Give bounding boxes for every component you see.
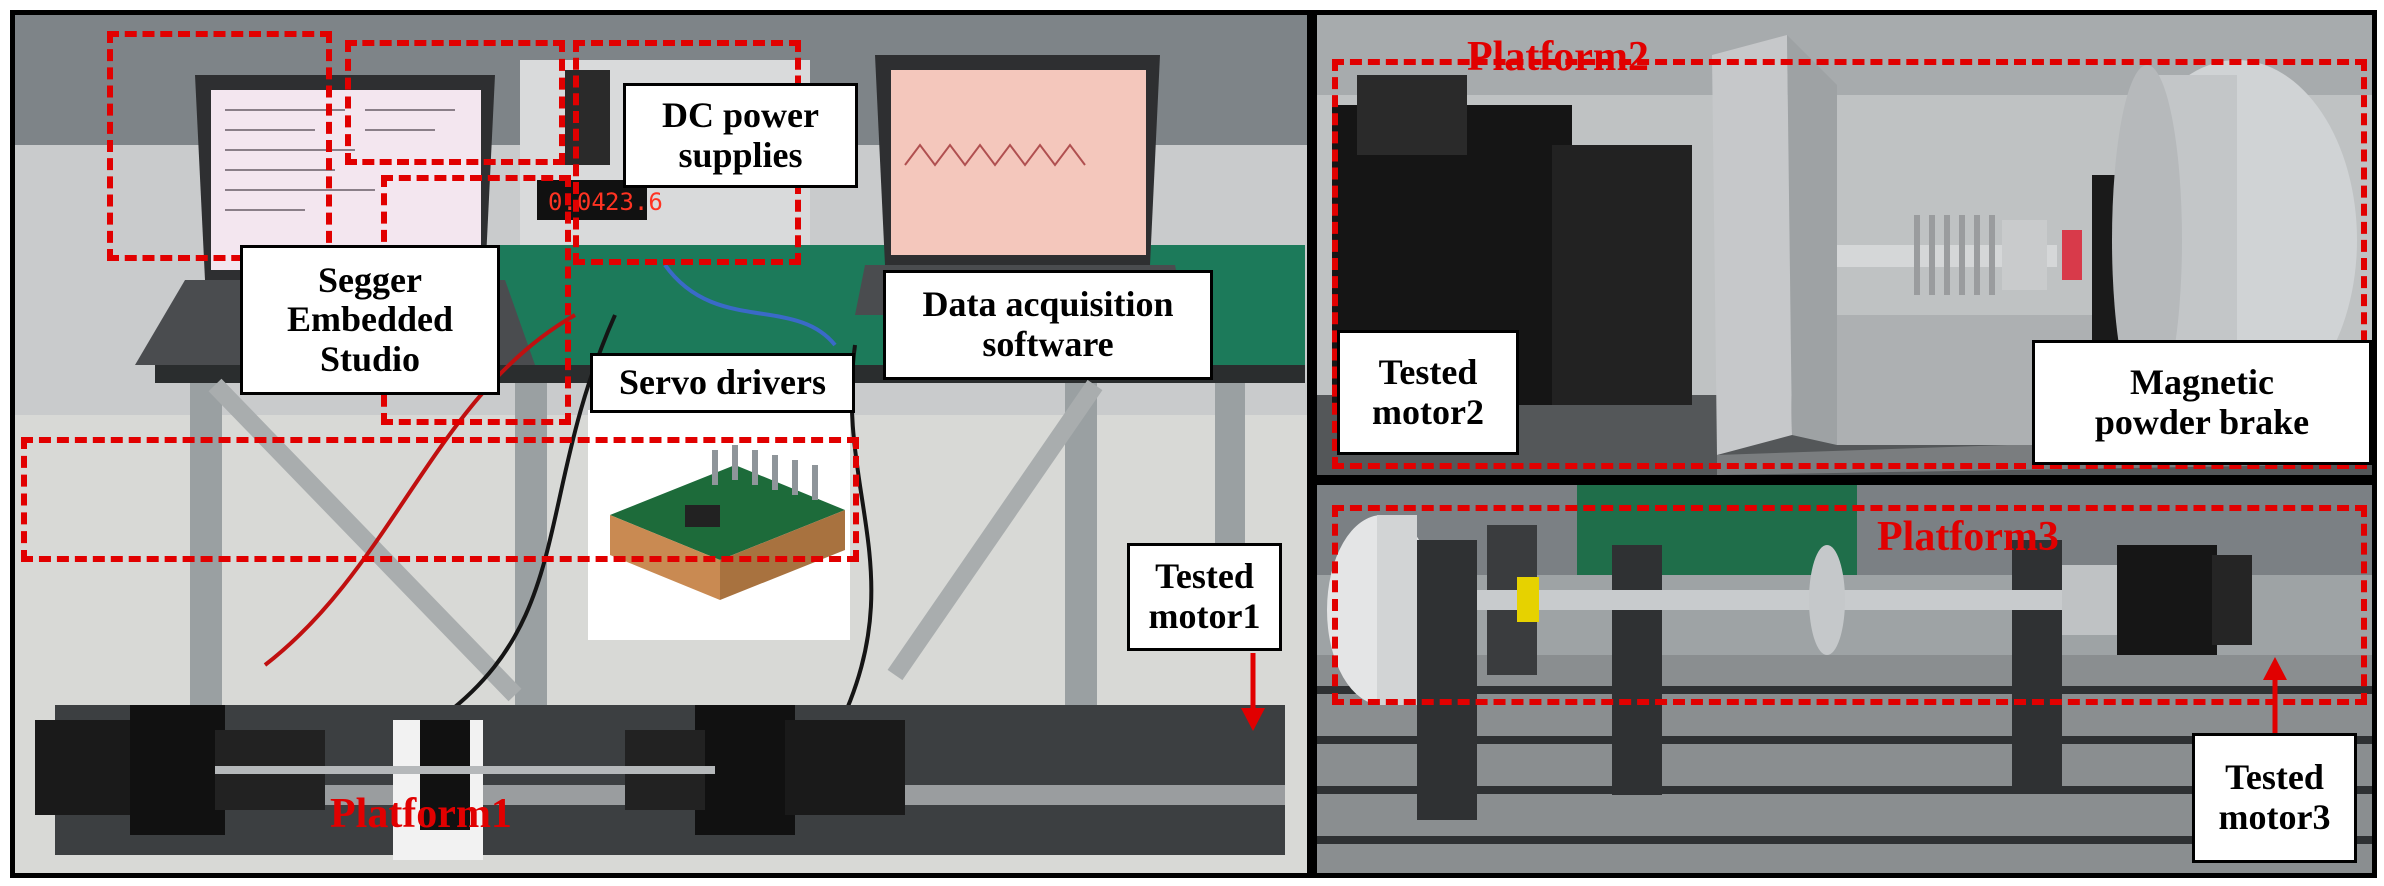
servo-label: Servo drivers xyxy=(590,353,855,413)
tested-motor2-label: Tested motor2 xyxy=(1337,330,1519,455)
platform1-label: Platform1 xyxy=(330,791,512,837)
platform1-box xyxy=(21,437,859,562)
tested-motor1-label: Tested motor1 xyxy=(1127,543,1282,651)
platform3-label: Platform3 xyxy=(1877,514,2059,560)
platform3-box xyxy=(1332,505,2367,705)
psu-readout-2: 23.6 xyxy=(605,188,663,216)
dc-power-box xyxy=(345,40,565,165)
segger-label: Segger Embedded Studio xyxy=(240,245,500,395)
left-photo-panel: 0.04 23.6 xyxy=(10,10,1312,878)
brake-label: Magnetic powder brake xyxy=(2032,340,2372,465)
daq-label: Data acquisition software xyxy=(883,270,1213,380)
dc-power-label: DC power supplies xyxy=(623,83,858,188)
tested-motor1-arrow xyxy=(1241,653,1265,731)
bottom-right-photo-panel: Platform3 Tested motor3 xyxy=(1312,480,2377,878)
platform2-box xyxy=(1332,59,2367,469)
top-right-photo-panel: Platform2 Tested motor2 Magnetic powder … xyxy=(1312,10,2377,480)
platform2-label: Platform2 xyxy=(1467,34,1649,80)
tested-motor3-label: Tested motor3 xyxy=(2192,733,2357,863)
segger-box xyxy=(107,31,332,261)
